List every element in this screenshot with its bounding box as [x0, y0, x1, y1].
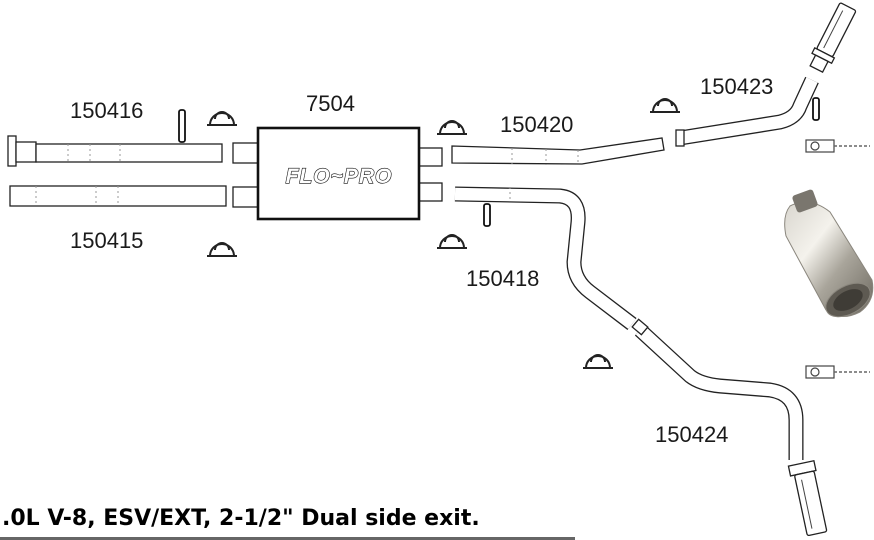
label-150415: 150415 — [70, 228, 143, 253]
exhaust-tip-lower — [787, 459, 828, 537]
muffler-7504: FLO~PRO — [232, 126, 443, 221]
inlet-pipe-150415 — [9, 185, 227, 207]
label-150416: 150416 — [70, 98, 143, 123]
clamp-left-bottom — [207, 242, 237, 257]
label-150418: 150418 — [466, 266, 539, 291]
clamp-left-top — [207, 111, 237, 126]
hanger-150416 — [178, 109, 186, 143]
chrome-exhaust-tip-image — [784, 189, 874, 318]
label-150423: 150423 — [700, 74, 773, 99]
pipe-150423 — [675, 76, 819, 147]
caption-line-1: .0L V-8, ESV/EXT, 2-1/2" Dual side exit. — [2, 506, 480, 531]
hanger-150423 — [812, 97, 820, 121]
pipe-150420 — [451, 137, 665, 165]
caption-line-2-cropped — [0, 537, 575, 540]
exhaust-tip-upper — [809, 2, 857, 74]
pipe-150424 — [631, 318, 804, 460]
label-150424: 150424 — [655, 422, 728, 447]
clamp-tailpipe-bottom — [583, 354, 613, 369]
clamp-right-bottom — [437, 234, 467, 249]
clamp-tailpipe-top — [650, 98, 680, 113]
hanger-150418 — [483, 203, 491, 227]
pipe-150418 — [454, 186, 637, 330]
clamp-right-top — [437, 120, 467, 135]
tip-clamp-hardware-upper-icon — [805, 139, 870, 153]
label-muffler-7504: 7504 — [306, 91, 355, 116]
tip-clamp-hardware-lower-icon — [805, 365, 870, 379]
label-150420: 150420 — [500, 112, 573, 137]
inlet-pipe-150416 — [7, 135, 223, 167]
muffler-brand: FLO~PRO — [286, 165, 393, 188]
